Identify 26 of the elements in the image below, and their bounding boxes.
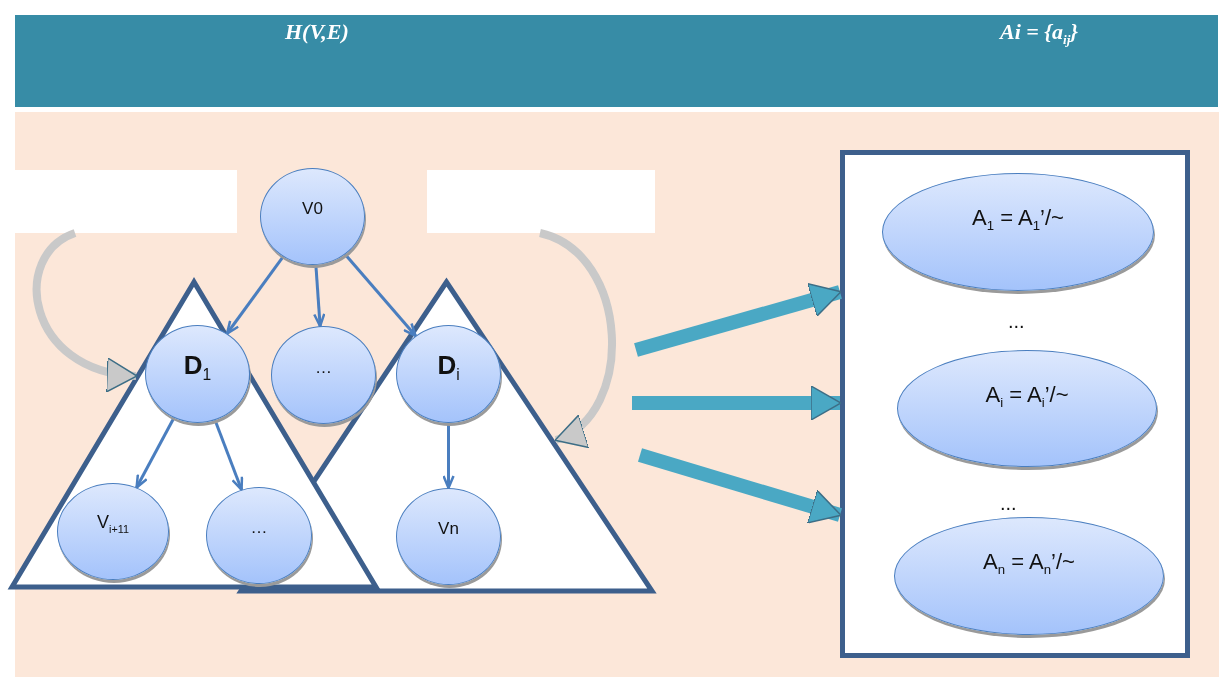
header-text: H(V,E) xyxy=(285,19,349,45)
node-label: Vn xyxy=(438,520,459,539)
block-arrow xyxy=(632,385,842,421)
arrow xyxy=(225,255,285,335)
frame-box xyxy=(840,150,1190,658)
arrow xyxy=(344,253,417,338)
block-arrow xyxy=(638,448,842,524)
header-text: Ai = {a$_{ij}$} xyxy=(1000,19,1078,49)
arrow xyxy=(442,423,455,490)
node-label: D$_{1}$ xyxy=(183,350,212,384)
node-label: A$_{i}$ = A$_{i}$’/~ xyxy=(985,382,1069,411)
node-label: D$_{i}$ xyxy=(437,350,460,384)
node-label: … xyxy=(315,358,332,378)
header-band xyxy=(15,15,1218,107)
node-label: V$_{i+11}$ xyxy=(97,513,129,536)
ellipsis-label: ... xyxy=(1000,492,1017,515)
node-label: A$_{1}$ = A$_{1}$’/~ xyxy=(972,206,1064,234)
arrow xyxy=(135,417,176,489)
ellipsis-label: ... xyxy=(1008,310,1025,333)
block-arrow xyxy=(32,229,138,390)
blank-box xyxy=(15,170,237,233)
node-label: V0 xyxy=(302,200,323,219)
block-arrow xyxy=(634,282,842,357)
node-label: … xyxy=(250,519,268,538)
node-label: A$_{n}$ = A$_{n}$’/~ xyxy=(983,550,1075,578)
blank-box xyxy=(427,170,655,233)
